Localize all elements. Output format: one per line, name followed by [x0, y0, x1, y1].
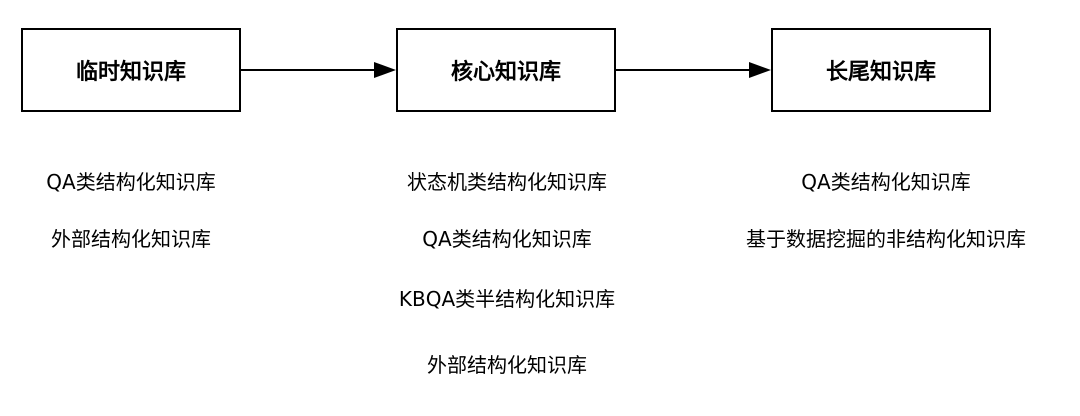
- stage-item: QA类结构化知识库: [422, 227, 592, 251]
- stage-item: 外部结构化知识库: [427, 353, 587, 377]
- stage-box-temporary: 临时知识库: [21, 28, 241, 112]
- stage-item: QA类结构化知识库: [46, 170, 216, 194]
- stage-box-longtail: 长尾知识库: [771, 28, 991, 112]
- stage-title: 临时知识库: [75, 60, 186, 85]
- stage-item: 状态机类结构化知识库: [407, 170, 607, 194]
- arrow-shaft: [241, 69, 375, 71]
- stage-title: 核心知识库: [450, 60, 561, 85]
- stage-item: QA类结构化知识库: [801, 170, 971, 194]
- stage-item: KBQA类半结构化知识库: [398, 287, 616, 311]
- arrow-head: [374, 62, 396, 78]
- arrow-shaft: [616, 69, 750, 71]
- stage-item: 外部结构化知识库: [51, 227, 211, 251]
- stage-item: 基于数据挖掘的非结构化知识库: [746, 227, 1026, 251]
- stage-title: 长尾知识库: [825, 60, 936, 85]
- arrow-head: [749, 62, 771, 78]
- stage-box-core: 核心知识库: [396, 28, 616, 112]
